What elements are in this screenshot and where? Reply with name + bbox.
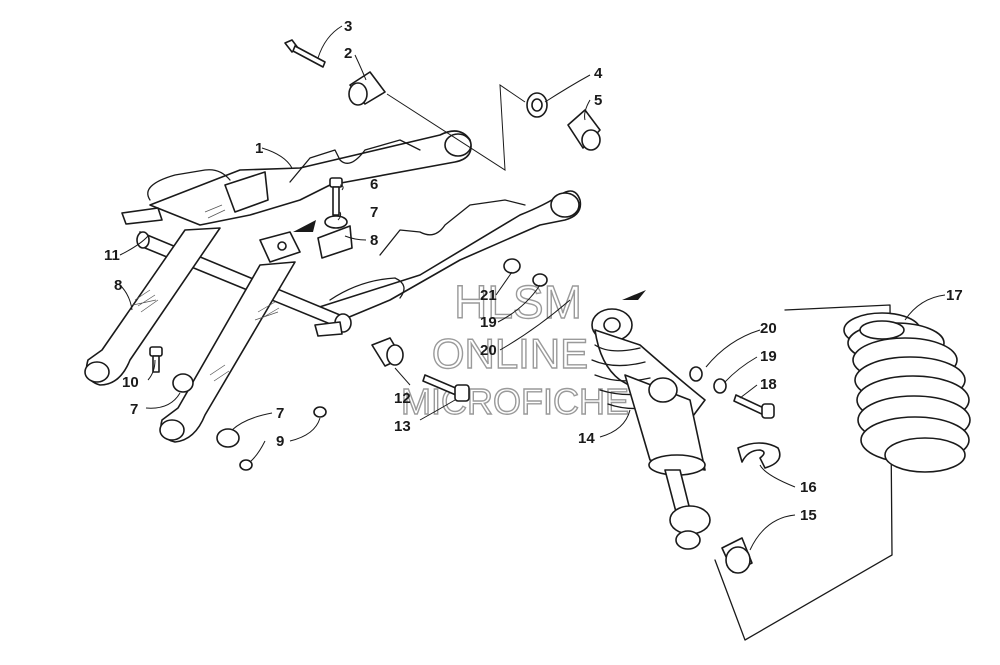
callout-20-right: 20 bbox=[760, 320, 777, 337]
callout-10: 10 bbox=[122, 374, 139, 391]
watermark: HLSM ONLINE MICROFICHE bbox=[400, 275, 629, 422]
callout-7-left: 7 bbox=[130, 401, 138, 418]
callout-7-upper: 7 bbox=[370, 204, 378, 221]
callout-9: 9 bbox=[276, 433, 284, 450]
callout-6: 6 bbox=[370, 176, 378, 193]
callout-7-lower: 7 bbox=[276, 405, 284, 422]
coil-spring bbox=[714, 304, 971, 641]
a-arm bbox=[121, 130, 582, 337]
callout-4: 4 bbox=[594, 65, 603, 82]
callout-18: 18 bbox=[760, 376, 777, 393]
shock-absorber bbox=[591, 308, 781, 574]
callout-11: 11 bbox=[104, 247, 120, 264]
callout-15: 15 bbox=[800, 507, 817, 524]
watermark-line3: MICROFICHE bbox=[401, 381, 629, 422]
callout-19-left: 19 bbox=[480, 314, 497, 331]
callout-13: 13 bbox=[394, 418, 411, 435]
callout-3: 3 bbox=[344, 18, 352, 35]
callout-2: 2 bbox=[344, 45, 352, 62]
watermark-line1: HLSM bbox=[454, 276, 582, 328]
callout-8-left: 8 bbox=[114, 277, 122, 294]
leader-lines bbox=[119, 25, 946, 551]
callout-5: 5 bbox=[594, 92, 602, 109]
callout-labels: 3 2 4 5 1 6 7 8 11 8 21 19 20 17 20 19 1… bbox=[104, 18, 963, 524]
callout-16: 16 bbox=[800, 479, 817, 496]
watermark-line2: ONLINE bbox=[432, 330, 588, 377]
callout-1: 1 bbox=[255, 140, 263, 157]
callout-19-right: 19 bbox=[760, 348, 777, 365]
limiter-straps bbox=[84, 204, 296, 443]
callout-12: 12 bbox=[394, 390, 411, 407]
callout-20-left: 20 bbox=[480, 342, 497, 359]
left-hardware bbox=[149, 39, 646, 471]
callout-17: 17 bbox=[946, 287, 963, 304]
callout-8-upper: 8 bbox=[370, 232, 378, 249]
callout-21: 21 bbox=[480, 287, 497, 304]
callout-14: 14 bbox=[578, 430, 595, 447]
